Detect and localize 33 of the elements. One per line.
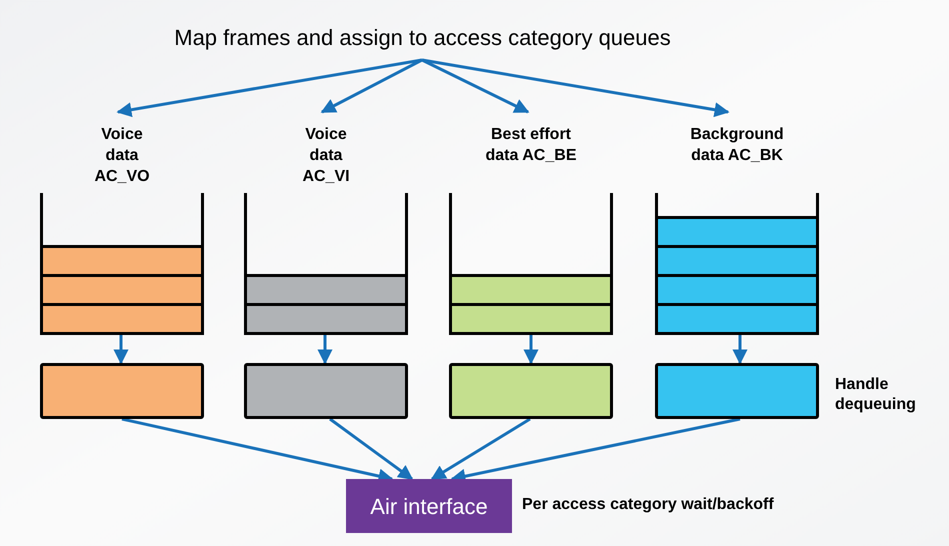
air-interface-box: Air interface bbox=[346, 479, 512, 533]
dequeue-box bbox=[244, 363, 408, 419]
arrow bbox=[422, 58, 730, 118]
queued-frame bbox=[40, 303, 204, 335]
queued-frame bbox=[655, 274, 819, 306]
arrow bbox=[320, 58, 423, 114]
caption-text: Per access category wait/backoff bbox=[522, 495, 774, 515]
queue-label: Best effort data AC_BE bbox=[484, 125, 578, 166]
queued-frame bbox=[40, 245, 204, 277]
queued-frame bbox=[244, 303, 408, 335]
arrow bbox=[421, 58, 530, 114]
heading-text: Map frames and assign to access category queues bbox=[150, 22, 695, 54]
note-text: Handle dequeuing bbox=[835, 375, 917, 415]
dequeue-box bbox=[655, 363, 819, 419]
queue-label: Voice data AC_VI bbox=[301, 125, 351, 187]
arrow bbox=[329, 418, 414, 480]
queue-label: Background data AC_BK bbox=[689, 125, 785, 166]
arrow bbox=[524, 335, 538, 364]
queued-frame bbox=[244, 274, 408, 306]
arrow bbox=[114, 335, 128, 364]
queued-frame bbox=[449, 303, 613, 335]
queued-frame bbox=[40, 274, 204, 306]
arrow bbox=[116, 58, 422, 118]
dequeue-box bbox=[40, 363, 204, 419]
dequeue-box bbox=[449, 363, 613, 419]
queued-frame bbox=[655, 303, 819, 335]
queued-frame bbox=[449, 274, 613, 306]
queued-frame bbox=[655, 245, 819, 277]
arrow bbox=[318, 335, 332, 364]
queue-label: Voice data AC_VO bbox=[93, 125, 151, 187]
queued-frame bbox=[655, 216, 819, 248]
arrow bbox=[732, 335, 748, 364]
arrow bbox=[430, 418, 531, 480]
